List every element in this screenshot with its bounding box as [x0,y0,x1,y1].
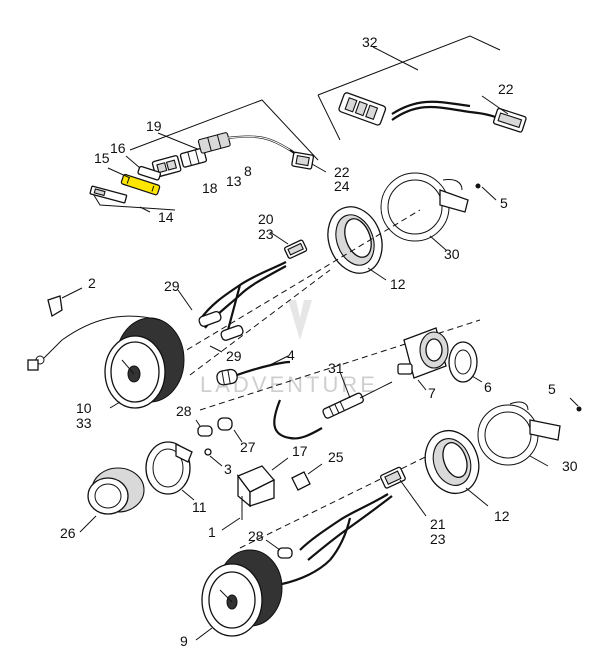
clip-2 [47,287,83,318]
callout-11: 11 [192,499,207,515]
callout-14: 14 [158,209,174,225]
cable-4 [216,355,393,440]
module-17 [236,457,289,508]
terminal-25 [291,463,323,491]
callout-31: 31 [328,360,344,376]
callout-2: 2 [88,275,96,291]
cup-26 [79,467,145,533]
gauge-10 [27,315,185,409]
callout-30a: 30 [444,246,460,262]
callout-25: 25 [328,449,344,465]
callout-29b: 29 [226,348,242,364]
callout-6: 6 [484,379,492,395]
callout-1: 1 [208,524,216,540]
highlighted-fuse-16 [120,173,161,196]
callout-9: 9 [180,633,188,649]
callout-5a: 5 [500,195,508,211]
callout-24: 24 [334,178,350,194]
callout-22a: 22 [498,81,514,97]
lamp-27 [217,417,243,443]
callout-15: 15 [94,150,110,166]
harness-32 [317,35,527,141]
callout-4: 4 [287,347,295,363]
callout-labels: 32 22 19 16 15 8 22 24 18 13 14 5 20 23 … [60,34,578,649]
bezel-12-top [327,206,387,281]
callout-12a: 12 [390,276,406,292]
bezel-12-lower [424,429,489,507]
callout-23a: 23 [258,226,274,242]
callout-28b: 28 [248,528,264,544]
callout-30b: 30 [562,458,578,474]
gauge-9 [195,549,283,641]
callout-28a: 28 [176,403,192,419]
screw-3 [204,448,223,467]
bracket-30-top [380,172,497,251]
fuse-group-14 [89,155,176,213]
switch-7 [397,327,483,391]
lamp-28a [195,419,213,437]
callout-5b: 5 [548,381,556,397]
callout-29a: 29 [164,278,180,294]
small-parts [79,417,323,533]
callout-16: 16 [110,140,126,156]
callout-12b: 12 [494,508,510,524]
callout-27: 27 [240,439,256,455]
harness-21 [265,466,427,586]
callout-10: 10 [76,400,92,416]
housing-11 [145,441,195,501]
callout-26: 26 [60,525,76,541]
callout-21: 21 [430,516,446,532]
callout-32: 32 [362,34,378,50]
callout-33: 33 [76,415,92,431]
callout-20: 20 [258,211,274,227]
callout-17: 17 [292,443,308,459]
callout-8: 8 [244,163,252,179]
screw-1 [221,496,243,531]
callout-13: 13 [226,173,242,189]
callout-19: 19 [146,118,162,134]
callout-7: 7 [428,385,436,401]
callout-18: 18 [202,180,218,196]
harness-20 [177,231,308,353]
callout-3: 3 [224,461,232,477]
callout-22b: 22 [334,164,350,180]
lamp-28b [265,539,293,559]
connector-group-19 [129,99,327,178]
bracket-30-lower [477,397,582,467]
callout-23b: 23 [430,531,446,547]
